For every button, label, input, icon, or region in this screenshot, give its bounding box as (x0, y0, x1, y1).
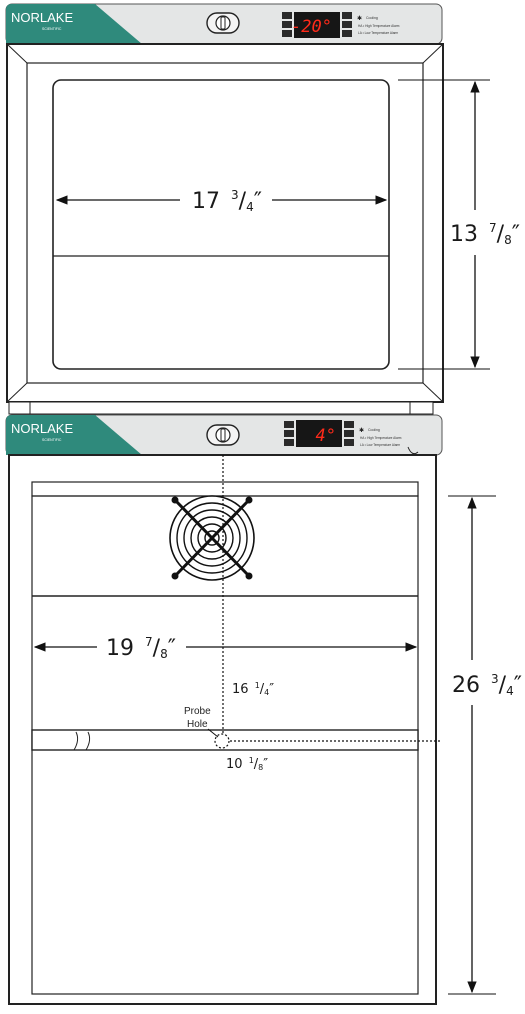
top-door (6, 43, 444, 403)
top-height-den: 8 (504, 233, 512, 247)
bottom-legend-0: Cooling (368, 428, 380, 432)
top-set-button[interactable] (282, 21, 292, 28)
fan-grille-icon (169, 495, 255, 581)
top-legend-0: Cooling (366, 16, 378, 20)
bottom-alarm-button[interactable] (344, 421, 354, 428)
bottom-power-button[interactable] (344, 439, 354, 446)
top-down-button[interactable] (282, 30, 292, 37)
svg-text:13 7/8″: 13 7/8″ (450, 221, 520, 247)
bottom-down-button[interactable] (284, 439, 294, 446)
bottom-height-den: 4 (506, 684, 514, 698)
svg-text:17 3/4″: 17 3/4″ (192, 188, 262, 214)
top-display-value: -20° (291, 17, 332, 37)
top-mute-button[interactable] (342, 21, 352, 28)
top-height-whole: 13 (450, 222, 478, 247)
probe-vertical-dimension: 16 1/4″ (232, 681, 274, 697)
bottom-set-button[interactable] (284, 430, 294, 437)
bottom-display-value: 4° (316, 426, 336, 446)
bottom-unit: NORLAKE SCIENTIFIC 4° ✱ Cooling HA • Hig… (5, 414, 522, 1005)
top-button-group-right (342, 12, 352, 37)
shelf-break-mark (73, 731, 91, 751)
probe-vertical-whole: 16 (232, 682, 249, 697)
top-width-dimension: 17 3/4″ (55, 188, 388, 214)
bottom-height-num: 3 (491, 672, 499, 686)
stacking-base (8, 401, 434, 415)
probe-horizontal-whole: 10 (226, 757, 243, 772)
bottom-width-num: 7 (145, 635, 153, 649)
top-width-whole: 17 (192, 189, 220, 214)
bottom-display (296, 420, 342, 447)
top-button-group-left (282, 12, 292, 37)
top-height-dimension: 13 7/8″ (398, 79, 520, 370)
door-lock-icon[interactable] (206, 424, 240, 446)
top-legend-1: HA • High Temperature Alarm (358, 24, 400, 28)
bottom-legend-2: LA • Low Temperature Alarm (360, 443, 401, 447)
top-width-num: 3 (231, 188, 239, 202)
svg-text:26 3/4″: 26 3/4″ (452, 672, 522, 698)
bottom-width-dimension: 19 7/8″ (33, 635, 418, 661)
bottom-height-dimension: 26 3/4″ (448, 495, 522, 995)
top-brand-sub: SCIENTIFIC (42, 27, 62, 31)
top-brand-band (6, 4, 142, 44)
bottom-legend-1: HA • High Temperature Alarm (360, 436, 402, 440)
top-height-num: 7 (489, 221, 497, 235)
bottom-up-button[interactable] (284, 421, 294, 428)
top-up-button[interactable] (282, 12, 292, 19)
top-brand-logo: NORLAKE (11, 10, 73, 25)
svg-text:19 7/8″: 19 7/8″ (106, 635, 176, 661)
bottom-width-whole: 19 (106, 636, 134, 661)
bottom-control-panel: NORLAKE SCIENTIFIC 4° ✱ Cooling HA • Hig… (5, 414, 443, 456)
bottom-brand-sub: SCIENTIFIC (42, 438, 62, 442)
snowflake-icon: ✱ (359, 427, 364, 434)
bottom-mute-button[interactable] (344, 430, 354, 437)
top-unit: NORLAKE SCIENTIFIC -20° ✱ Cooling HA • (5, 3, 520, 403)
door-lock-icon[interactable] (206, 12, 240, 34)
probe-horizontal-dimension: 10 1/8″ (226, 756, 268, 772)
bottom-brand-logo: NORLAKE (11, 421, 73, 436)
top-control-panel: NORLAKE SCIENTIFIC -20° ✱ Cooling HA • (5, 3, 443, 45)
probe-label-line1: Probe (184, 706, 211, 717)
top-width-den: 4 (246, 200, 254, 214)
top-legend-2: LA • Low Temperature Alarm (358, 31, 399, 35)
probe-hole-icon (214, 733, 230, 749)
top-alarm-button[interactable] (342, 12, 352, 19)
probe-label-line2: Hole (187, 719, 208, 730)
top-power-button[interactable] (342, 30, 352, 37)
bottom-width-den: 8 (160, 647, 168, 661)
probe-cable (407, 446, 419, 455)
bottom-brand-band (6, 415, 142, 455)
bottom-height-whole: 26 (452, 673, 480, 698)
top-display (294, 12, 340, 38)
snowflake-icon: ✱ (357, 15, 362, 22)
